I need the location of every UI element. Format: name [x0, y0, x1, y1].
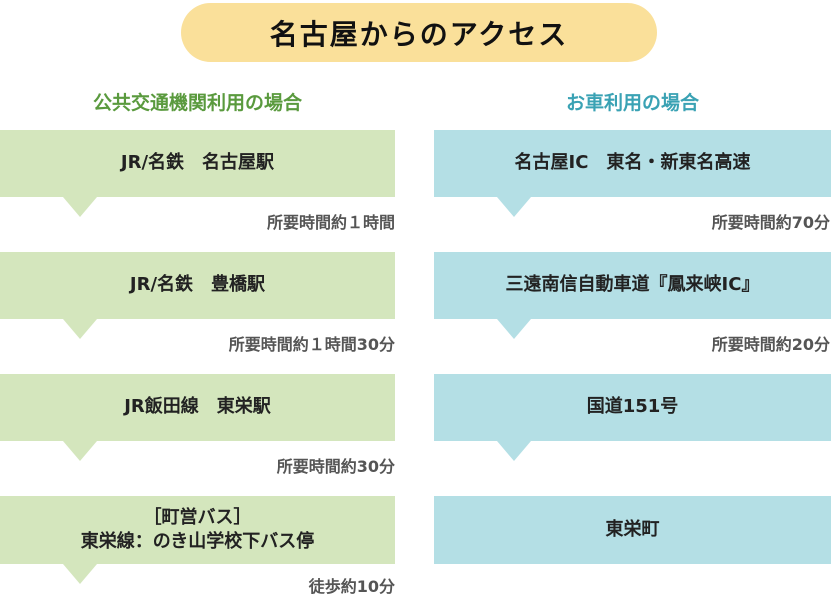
public-step-3: JR飯田線 東栄駅 — [0, 374, 395, 441]
arrow-down-icon — [497, 197, 531, 217]
travel-time: 所要時間約１時間 — [266, 213, 395, 232]
step-label: 国道151号 — [586, 396, 679, 418]
travel-time: 所要時間約20分 — [711, 335, 830, 354]
car-step-4: 東栄町 — [434, 496, 831, 564]
car-heading: お車利用の場合 — [565, 92, 699, 114]
step-label: JR飯田線 東栄駅 — [124, 396, 271, 418]
page-title: 名古屋からのアクセス — [181, 3, 657, 62]
car-step-2: 三遠南信自動車道『鳳来峡IC』 — [434, 252, 831, 319]
step-label: JR/名鉄 豊橋駅 — [129, 274, 266, 296]
step-label: JR/名鉄 名古屋駅 — [120, 152, 275, 174]
arrow-down-icon — [63, 564, 97, 584]
step-label: 三遠南信自動車道『鳳来峡IC』 — [505, 274, 760, 296]
arrow-down-icon — [63, 197, 97, 217]
arrow-down-icon — [497, 319, 531, 339]
travel-time: 所要時間約30分 — [276, 457, 395, 476]
public-step-1: JR/名鉄 名古屋駅 — [0, 130, 395, 197]
public-step-4: ［町営バス］ 東栄線：のき山学校下バス停 — [0, 496, 395, 564]
travel-time: 所要時間約１時間30分 — [228, 335, 395, 354]
step-label: 名古屋IC 東名・新東名高速 — [514, 152, 751, 174]
travel-time: 所要時間約70分 — [711, 213, 830, 232]
arrow-down-icon — [63, 441, 97, 461]
step-label-line-1: ［町営バス］ — [143, 506, 252, 528]
travel-time: 徒歩約10分 — [308, 577, 395, 595]
arrow-down-icon — [63, 319, 97, 339]
car-step-3: 国道151号 — [434, 374, 831, 441]
car-step-1: 名古屋IC 東名・新東名高速 — [434, 130, 831, 197]
arrow-down-icon — [497, 441, 531, 461]
public-transport-heading: 公共交通機関利用の場合 — [92, 92, 302, 114]
public-step-2: JR/名鉄 豊橋駅 — [0, 252, 395, 319]
step-label: 東栄町 — [605, 518, 660, 540]
step-label-line-2: 東栄線：のき山学校下バス停 — [80, 531, 315, 552]
